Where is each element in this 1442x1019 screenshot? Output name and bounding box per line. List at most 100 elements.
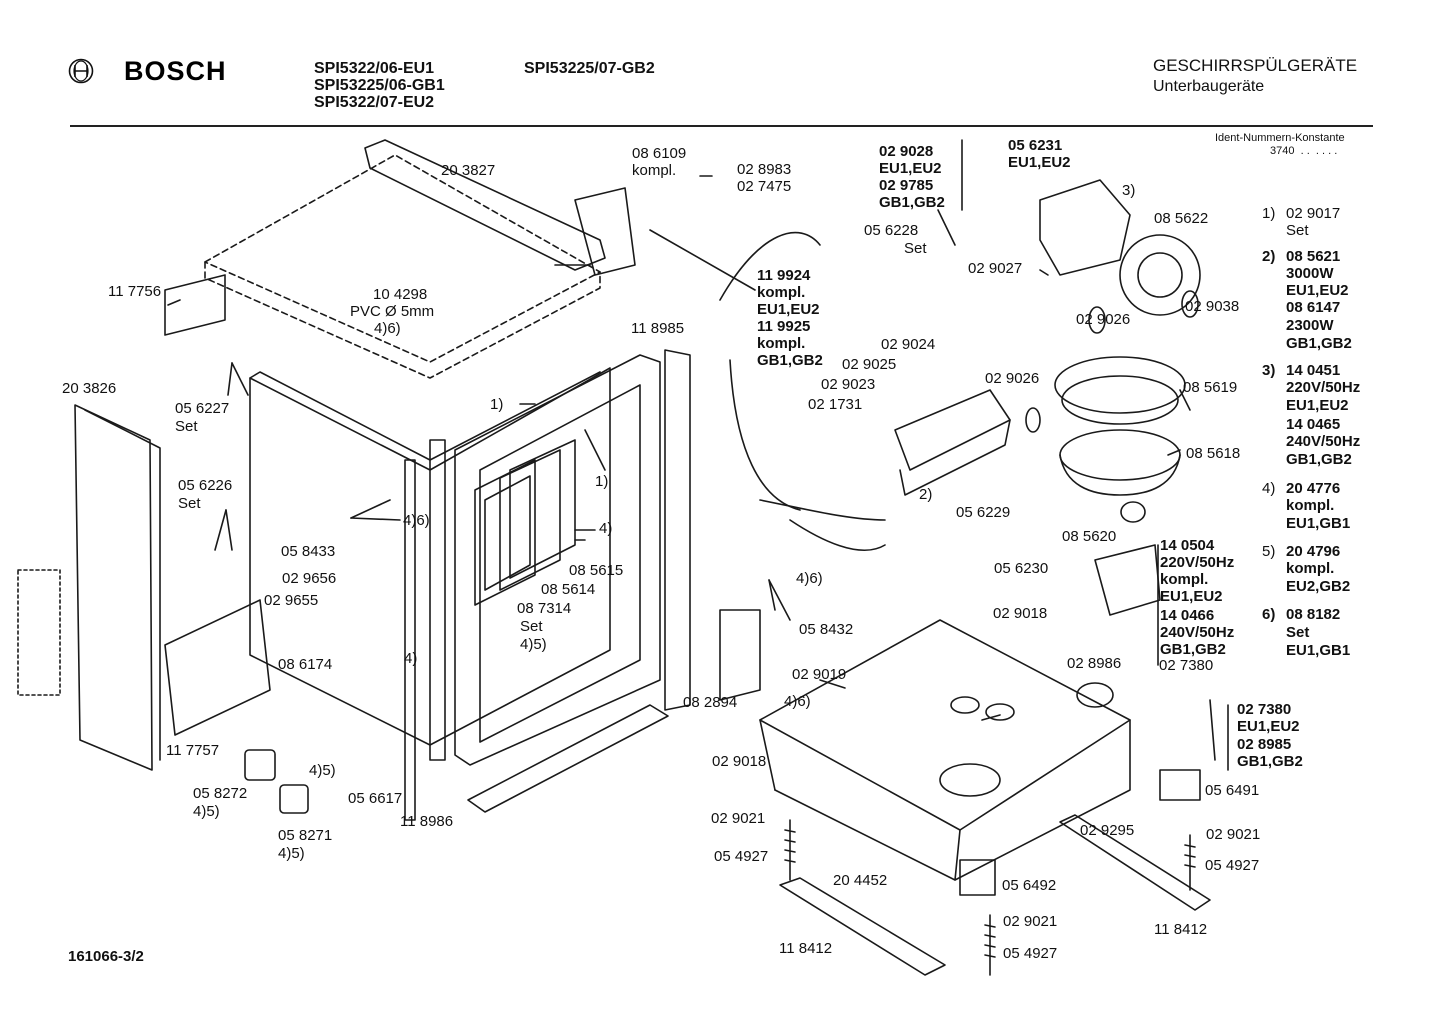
- part-label: 1): [595, 473, 609, 490]
- leveling-screw: [984, 914, 996, 976]
- part-label: 02 9019: [792, 666, 847, 683]
- part-label: 02 1731: [808, 396, 863, 413]
- part-label: 05 6491: [1205, 782, 1260, 799]
- foot-plate-left: [779, 877, 946, 976]
- legend-line: 14 0451: [1286, 362, 1341, 379]
- legend-line: GB1,GB2: [1286, 335, 1352, 352]
- part-label: 240V/50Hz: [1160, 624, 1235, 641]
- part-label: kompl.: [1160, 571, 1209, 588]
- gasket: [1120, 501, 1146, 523]
- part-label: 05 4927: [714, 848, 769, 865]
- gasket: [1181, 290, 1199, 318]
- sump-pot: [1059, 429, 1181, 481]
- part-label: 05 8271: [278, 827, 333, 844]
- part-label: 4)6): [403, 512, 430, 529]
- part-label: 02 8985: [1237, 736, 1292, 753]
- part-label: Set: [178, 495, 201, 512]
- part-label: 4)5): [309, 762, 336, 779]
- legend-line: 240V/50Hz: [1286, 433, 1361, 450]
- legend-key: 2): [1262, 248, 1276, 265]
- part-label: 02 9027: [968, 260, 1023, 277]
- part-label: 11 9925: [757, 318, 811, 335]
- part-label: 08 5622: [1154, 210, 1209, 227]
- part-label: 02 8986: [1067, 655, 1122, 672]
- part-label: Set: [520, 618, 543, 635]
- gasket: [1025, 407, 1041, 433]
- water-valve: [574, 187, 636, 276]
- pump-housing: [1039, 179, 1131, 276]
- part-label: 4)6): [784, 693, 811, 710]
- part-label: 20 4452: [833, 872, 888, 889]
- part-label: EU1,EU2: [1160, 588, 1223, 605]
- foot-plate-right: [1059, 814, 1211, 911]
- part-label: 20 3827: [441, 162, 496, 179]
- sump-ring: [1054, 356, 1186, 414]
- model-number: SPI5322/07-EU2: [314, 94, 435, 111]
- part-label: 11 7757: [166, 742, 220, 759]
- part-label: 05 4927: [1205, 857, 1260, 874]
- legend-line: EU1,EU2: [1286, 397, 1349, 414]
- part-label: 11 8986: [400, 813, 454, 830]
- part-label: PVC Ø 5mm: [350, 303, 435, 320]
- part-label: 02 9026: [1076, 311, 1131, 328]
- base-tub: [759, 619, 1131, 831]
- part-label: 02 9295: [1080, 822, 1135, 839]
- part-label: 05 6230: [994, 560, 1049, 577]
- part-label: kompl.: [632, 162, 677, 179]
- part-label: 02 9785: [879, 177, 934, 194]
- part-label: 02 9025: [842, 356, 897, 373]
- legend-line: 20 4776: [1286, 480, 1341, 497]
- legend-line: kompl.: [1286, 560, 1335, 577]
- part-label: 4)6): [374, 320, 401, 337]
- part-label: 08 2894: [683, 694, 738, 711]
- part-label: 02 9028: [879, 143, 934, 160]
- part-label: 11 7756: [108, 283, 162, 300]
- part-label: EU1,EU2: [757, 301, 820, 318]
- part-label: 08 5619: [1183, 379, 1238, 396]
- mounting-plate: [164, 599, 271, 736]
- part-label: 02 9656: [282, 570, 337, 587]
- part-label: GB1,GB2: [1237, 753, 1303, 770]
- part-label: 05 8432: [799, 621, 854, 638]
- bracket: [1159, 769, 1201, 801]
- part-label: 02 9021: [1003, 913, 1058, 930]
- legend-line: EU1,GB1: [1286, 515, 1351, 532]
- part-label: 14 0504: [1160, 537, 1215, 554]
- pressure-switch: [244, 749, 276, 781]
- bracket: [164, 274, 226, 336]
- model-number: SPI53225/06-GB1: [314, 77, 445, 94]
- bracket: [959, 859, 996, 896]
- part-label: 02 7380: [1159, 657, 1214, 674]
- legend-key: 3): [1262, 362, 1276, 379]
- side-panel: [74, 404, 153, 771]
- part-label: 08 6174: [278, 656, 333, 673]
- brand-name: BOSCH: [124, 56, 227, 86]
- gasket: [1076, 682, 1114, 708]
- model-number: SPI53225/07-GB2: [524, 60, 655, 77]
- part-label: 02 7380: [1237, 701, 1292, 718]
- part-label: GB1,GB2: [757, 352, 823, 369]
- heater-element: [894, 389, 1011, 471]
- part-label: Set: [175, 418, 198, 435]
- legend-line: 14 0465: [1286, 416, 1341, 433]
- part-label: 4)5): [278, 845, 305, 862]
- part-label: GB1,GB2: [1160, 641, 1226, 658]
- part-label: 02 9021: [1206, 826, 1261, 843]
- part-label: 4): [404, 650, 418, 667]
- part-label: 08 5618: [1186, 445, 1241, 462]
- part-label: 08 5620: [1062, 528, 1117, 545]
- part-label: 4)5): [520, 636, 547, 653]
- part-label: 02 9018: [993, 605, 1048, 622]
- part-label: 02 9038: [1185, 298, 1240, 315]
- legend-line: 08 5621: [1286, 248, 1341, 265]
- pressure-switch: [279, 784, 309, 814]
- part-label: EU1,EU2: [879, 160, 942, 177]
- ident-label: Ident-Nummern-Konstante: [1215, 132, 1345, 144]
- legend-line: 2300W: [1286, 317, 1334, 334]
- part-label: 02 9023: [821, 376, 876, 393]
- ident-value: 3740 . . . . . .: [1270, 145, 1338, 157]
- part-label: 05 8272: [193, 785, 248, 802]
- part-label: 02 8983: [737, 161, 792, 178]
- legend-line: EU1,GB1: [1286, 642, 1351, 659]
